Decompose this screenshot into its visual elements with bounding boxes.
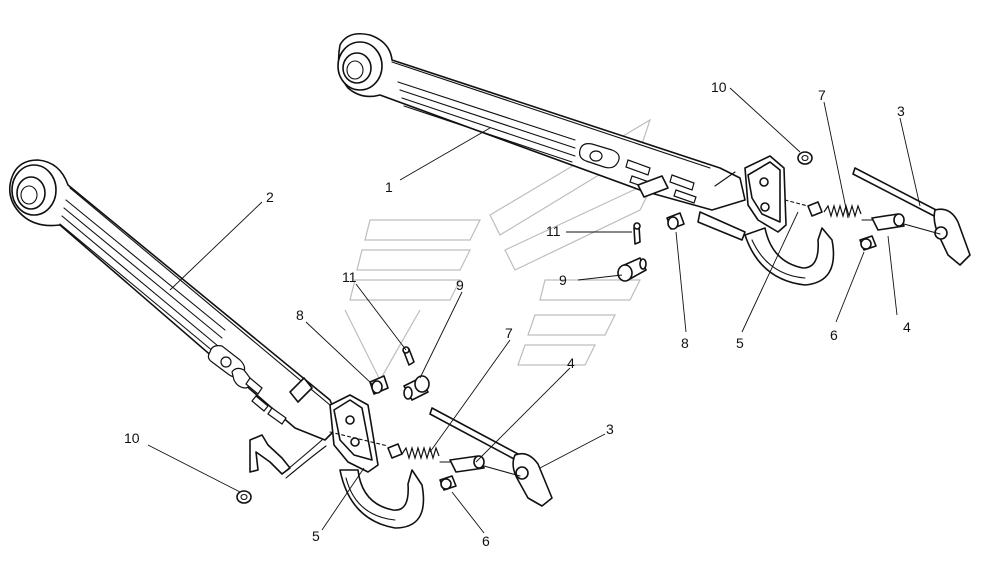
upper-lift-arm [337, 32, 746, 211]
callout-10-upper: 10 [711, 79, 727, 95]
callout-11-lower: 11 [342, 269, 357, 285]
tube-lower [449, 455, 521, 477]
callout-6-upper: 6 [830, 327, 838, 343]
callout-6-lower: 6 [482, 533, 490, 549]
callout-1: 1 [385, 179, 393, 195]
callout-4-lower: 4 [567, 355, 575, 371]
washer-lower [236, 490, 252, 504]
cotter-pin-lower [402, 346, 415, 366]
pin-small-lower [439, 475, 457, 491]
callout-10-lower: 10 [124, 430, 140, 446]
callout-8-lower: 8 [296, 307, 304, 323]
callout-7-lower: 7 [505, 325, 513, 341]
callout-3-upper: 3 [897, 103, 905, 119]
hinge-pin-upper [617, 257, 647, 282]
cotter-pin-upper [633, 222, 641, 245]
latch-rod-upper [852, 167, 971, 266]
callout-3-lower: 3 [606, 421, 614, 437]
callout-11-upper: 11 [546, 223, 561, 239]
hinge-pin-lower [403, 375, 430, 401]
lower-hook-assembly [329, 394, 425, 529]
callout-8-upper: 8 [681, 335, 689, 351]
leader-lines [147, 87, 921, 534]
tube-upper [871, 213, 941, 235]
callout-4-upper: 4 [903, 319, 911, 335]
axis-line-upper [784, 199, 809, 207]
latch-rod-lower [429, 407, 553, 507]
pin-small-upper [859, 235, 877, 251]
spring-upper [807, 201, 873, 221]
callout-5-upper: 5 [736, 335, 744, 351]
pin-upper [666, 212, 685, 230]
pin-lower [369, 375, 389, 395]
callout-7-upper: 7 [818, 87, 826, 103]
callout-2: 2 [266, 189, 274, 205]
lower-lift-arm [8, 159, 341, 441]
spring-lower [387, 443, 451, 463]
callout-9-lower: 9 [456, 277, 464, 293]
axis-line-lower [329, 431, 389, 447]
callout-9-upper: 9 [559, 272, 567, 288]
upper-hook-assembly [697, 155, 835, 286]
lower-chain-bracket [249, 434, 327, 479]
washer-upper [797, 151, 813, 165]
callout-5-lower: 5 [312, 528, 320, 544]
